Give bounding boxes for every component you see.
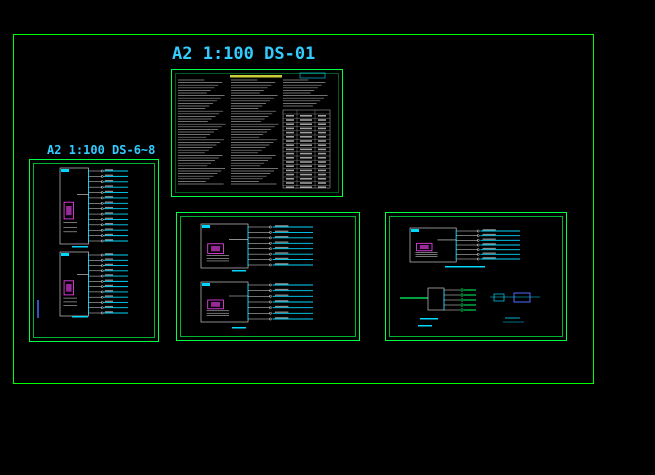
distribution-panel-diagram xyxy=(409,227,520,268)
sheet-ds01-heading xyxy=(230,75,282,78)
sheet-right[interactable] xyxy=(385,212,567,341)
sheet-middle-frame xyxy=(176,212,360,341)
sheet-ds6-8-frame xyxy=(29,159,159,342)
sheet-ds01-table xyxy=(282,109,331,189)
sheet-ds01-title-block xyxy=(299,72,326,79)
title-left: A2 1:100 DS-6~8 xyxy=(47,143,155,157)
distribution-panel-diagram xyxy=(400,287,476,320)
distribution-panel-diagram xyxy=(200,281,313,329)
outer-frame xyxy=(13,34,594,384)
distribution-panel-diagram xyxy=(59,167,128,248)
sheet-ds01-text-lines xyxy=(178,79,328,185)
sheet-ds6-8[interactable] xyxy=(29,159,159,342)
sheet-middle-inner-frame xyxy=(180,216,356,337)
sheet-right-frame xyxy=(385,212,567,341)
sheet-middle[interactable] xyxy=(176,212,360,341)
sheet-ds01-inner-frame xyxy=(175,73,339,193)
sheet-ds6-8-inner-frame xyxy=(33,163,155,338)
distribution-panel-diagram xyxy=(200,223,313,272)
sheet-ds01-frame xyxy=(171,69,343,197)
detail-blocks xyxy=(418,292,540,327)
sheet-ds01[interactable] xyxy=(171,69,343,197)
distribution-panel-diagram xyxy=(59,251,128,318)
title-main: A2 1:100 DS-01 xyxy=(172,44,315,64)
sheet-right-inner-frame xyxy=(389,216,563,337)
